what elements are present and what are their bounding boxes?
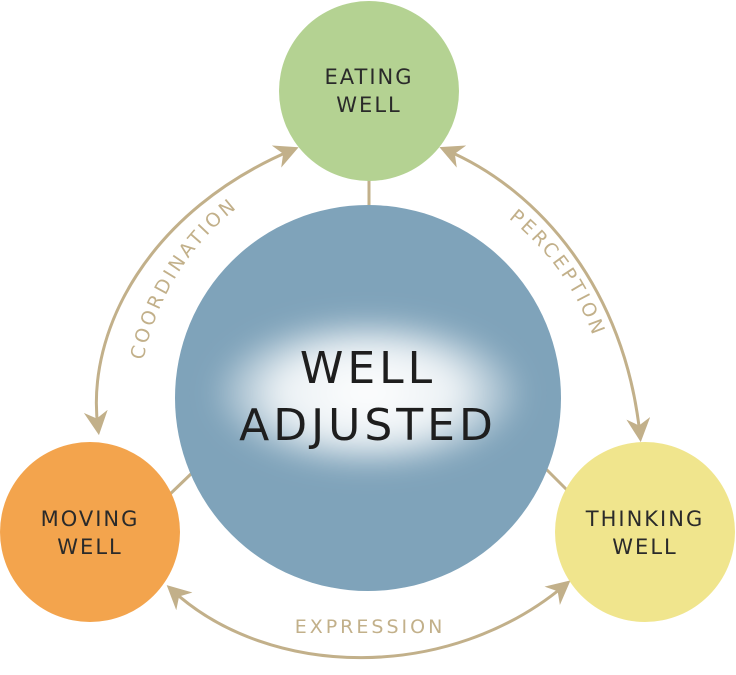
connector-right xyxy=(543,466,570,493)
center-line1: WELL xyxy=(300,343,436,394)
arrow-expression xyxy=(166,580,571,660)
arrows xyxy=(83,145,651,660)
center-glow xyxy=(208,313,528,473)
node-thinking-well: THINKING WELL xyxy=(555,442,735,622)
node-eating-line2: WELL xyxy=(336,93,401,117)
connector-lines xyxy=(165,178,570,499)
node-thinking-circle xyxy=(555,442,735,622)
connector-left xyxy=(165,470,195,499)
node-moving-circle xyxy=(0,442,180,622)
center-well-adjusted: WELL ADJUSTED xyxy=(175,205,561,591)
node-eating-circle xyxy=(279,1,459,181)
node-eating-line1: EATING xyxy=(324,65,413,89)
arc-label-expression: EXPRESSION xyxy=(295,616,446,638)
node-eating-well: EATING WELL xyxy=(279,1,459,181)
arrow-coordination xyxy=(83,145,299,436)
node-thinking-line2: WELL xyxy=(612,535,677,559)
node-moving-line2: WELL xyxy=(57,535,122,559)
node-thinking-line1: THINKING xyxy=(585,507,704,531)
arrow-perception xyxy=(439,145,651,443)
center-line2: ADJUSTED xyxy=(239,400,497,451)
node-moving-line1: MOVING xyxy=(41,507,140,531)
node-moving-well: MOVING WELL xyxy=(0,442,180,622)
